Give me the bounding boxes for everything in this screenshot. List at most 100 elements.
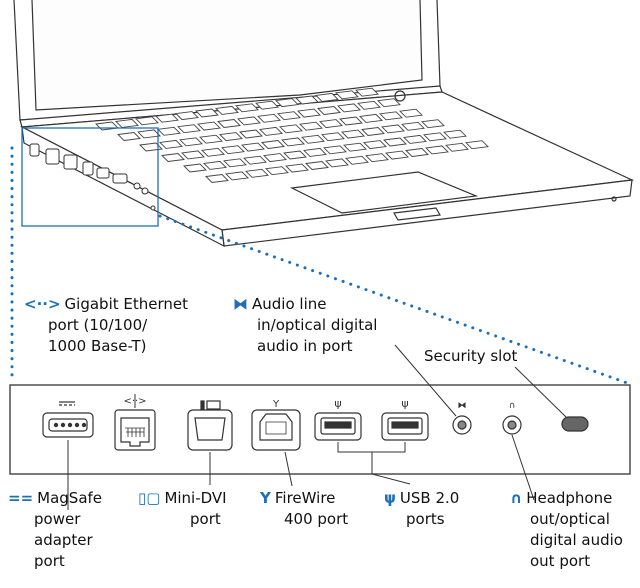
keyboard-key (183, 163, 207, 173)
zoom-lines (10, 146, 632, 386)
keyboard-key (355, 87, 379, 97)
keyboard-key (357, 100, 381, 110)
power-button (394, 90, 406, 102)
keyboard-key (235, 103, 259, 113)
magsafe-label: ==MagSafe power adapter port (8, 489, 103, 570)
panel-ports: <··> Y ψ ψ (42, 396, 589, 451)
keyboard-key (401, 121, 425, 131)
keyboard-key (135, 116, 159, 126)
keyboard-key (181, 150, 205, 160)
keyboard-key (243, 155, 267, 165)
keyboard-key (317, 106, 341, 115)
svg-text:Y: Y (272, 399, 280, 410)
security-slot (561, 416, 589, 432)
keyboard-key (117, 132, 141, 141)
keyboard-key (275, 98, 299, 108)
keyboard-key (257, 113, 281, 123)
firewire-icon: Y (260, 489, 271, 507)
keyboard-key (277, 111, 301, 121)
keyboard-key (303, 147, 327, 157)
ethernet-icon: <··> (24, 295, 61, 313)
keyboard-key (345, 155, 369, 165)
svg-text:ψ: ψ (401, 397, 408, 410)
keyboard-key (315, 92, 339, 102)
keyboard-key (465, 140, 489, 150)
keyboard-key (283, 150, 307, 160)
keyboard-key (403, 134, 427, 144)
laptop-screen (31, 0, 423, 111)
keyboard-key (365, 153, 389, 163)
keyboard-key (241, 142, 265, 152)
minidvi-icon: ▯▢ (138, 489, 161, 507)
keyboard-key (443, 129, 467, 139)
keyboard-key (223, 158, 247, 168)
keyboard-key (361, 127, 385, 136)
keyboard-key (255, 100, 279, 110)
keyboard-key (115, 118, 139, 128)
laptop-side-ports (29, 143, 156, 211)
keyboard-key (385, 150, 409, 160)
keyboard-key (217, 119, 241, 128)
keyboard-key (383, 137, 407, 147)
keyboard-key (281, 137, 305, 147)
keyboard-key (305, 161, 329, 170)
sleep-light (611, 196, 617, 202)
keyboard-key (343, 142, 367, 152)
keyboard-key (201, 147, 225, 157)
keyboard-key (155, 113, 179, 123)
audio-in-port: ⧓ (452, 401, 472, 435)
keyboard-key (337, 103, 361, 113)
magsafe-port (42, 401, 94, 438)
keyboard-key (205, 174, 229, 183)
keyboard-key (321, 132, 345, 142)
keyboard-key (263, 153, 287, 163)
keyboard-key (297, 108, 321, 118)
keyboard-key (359, 113, 383, 123)
keyboard-key (221, 145, 245, 155)
magsafe-icon: == (8, 489, 34, 507)
keyboard-key (219, 132, 243, 142)
keyboard-key (377, 98, 401, 108)
keyboard-key (197, 121, 221, 131)
keyboard-key (237, 116, 261, 126)
callout-lines (67, 344, 568, 510)
keyboard-key (199, 134, 223, 144)
keyboard-key (245, 168, 269, 178)
keyboard-key (299, 121, 323, 131)
ethernet-label: <··>Gigabit Ethernet port (10/100/ 1000 … (24, 295, 189, 355)
svg-text:∩: ∩ (509, 401, 516, 411)
keyboard-key (399, 108, 423, 118)
keyboard-key (341, 129, 365, 139)
minidvi-port (187, 400, 233, 451)
keyboard-key (405, 148, 429, 157)
keyboard-key (203, 160, 227, 170)
keyboard-key (161, 153, 185, 162)
audio-in-label: ⧓Audio line in/optical digital audio in … (233, 295, 378, 355)
keyboard-key (139, 142, 163, 152)
keyboard-key (445, 142, 469, 152)
keyboard-key (265, 166, 289, 176)
usb-port-2: ψ (381, 397, 429, 441)
keyboard-key (157, 126, 181, 136)
headphone-label: ∩Headphone out/optical digital audio out… (510, 489, 623, 570)
keyboard-key (175, 111, 199, 121)
keyboard-key (279, 124, 303, 134)
keyboard-key (421, 119, 445, 129)
svg-text:⧓: ⧓ (458, 401, 467, 411)
keyboard-key (225, 171, 249, 181)
port-highlight-box (21, 127, 159, 227)
keyboard-key (423, 132, 447, 142)
keyboard-key (179, 137, 203, 147)
keyboard-key (301, 134, 325, 144)
keyboard (95, 87, 489, 183)
usb-icon: ψ (384, 489, 396, 507)
keyboard-key (425, 145, 449, 155)
firewire-port: Y (251, 399, 301, 451)
keyboard-key (323, 145, 347, 155)
keyboard-key (261, 140, 285, 149)
keyboard-key (335, 90, 359, 100)
latch (393, 207, 441, 221)
